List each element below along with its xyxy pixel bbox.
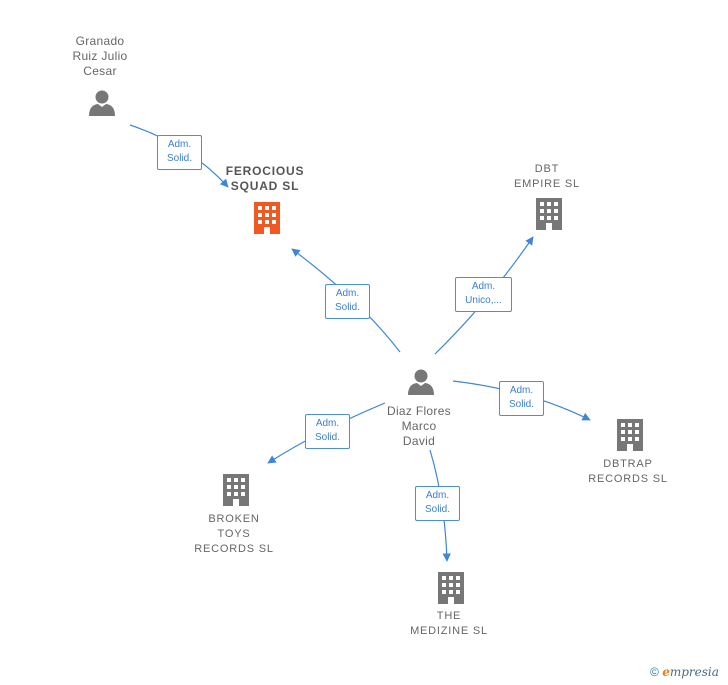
- person-label-granado[interactable]: Granado Ruiz Julio Cesar: [72, 34, 128, 78]
- footer-brand[interactable]: © empresia: [650, 665, 719, 679]
- company-label-broken[interactable]: BROKEN TOYS RECORDS SL: [194, 513, 274, 555]
- edge-label-diaz-dbtrap[interactable]: Adm. Solid.: [499, 381, 544, 416]
- company-label-ferocious[interactable]: FEROCIOUS SQUAD SL: [225, 164, 305, 193]
- company-label-dbt[interactable]: DBT EMPIRE SL: [514, 163, 580, 190]
- building-icon[interactable]: [614, 417, 646, 453]
- building-icon[interactable]: [220, 472, 252, 508]
- company-label-medizine[interactable]: THE MEDIZINE SL: [410, 610, 488, 637]
- edge-label-diaz-dbt[interactable]: Adm. Unico,...: [455, 277, 512, 312]
- copyright-symbol: ©: [650, 665, 659, 679]
- company-label-dbtrap[interactable]: DBTRAP RECORDS SL: [588, 458, 668, 485]
- building-icon[interactable]: [251, 200, 283, 236]
- edge-label-diaz-ferocious[interactable]: Adm. Solid.: [325, 284, 370, 319]
- edge-label-diaz-broken[interactable]: Adm. Solid.: [305, 414, 350, 449]
- person-label-diaz[interactable]: Diaz Flores Marco David: [387, 404, 451, 448]
- edge-label-diaz-medizine[interactable]: Adm. Solid.: [415, 486, 460, 521]
- building-icon[interactable]: [533, 196, 565, 232]
- building-icon[interactable]: [435, 570, 467, 606]
- brand-logo: empresia: [662, 665, 719, 679]
- person-icon[interactable]: [406, 367, 436, 397]
- person-icon[interactable]: [87, 88, 117, 118]
- edge-label-granado-ferocious[interactable]: Adm. Solid.: [157, 135, 202, 170]
